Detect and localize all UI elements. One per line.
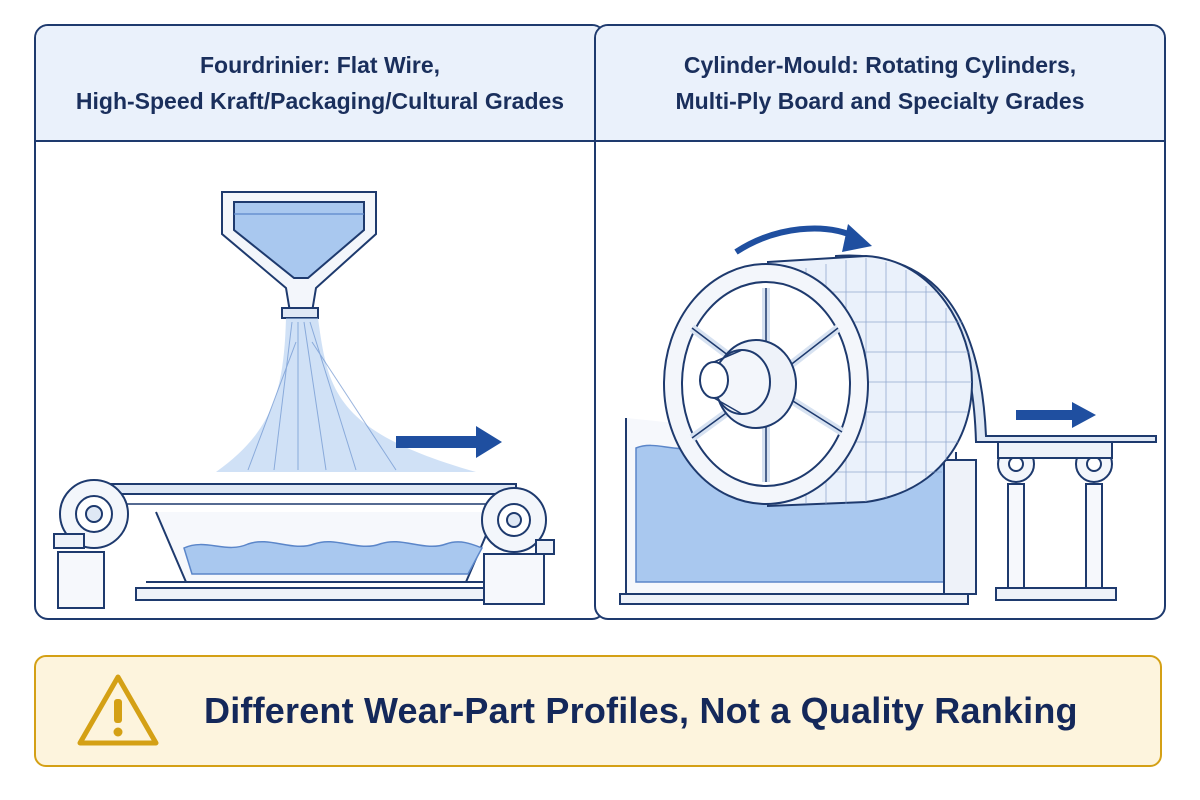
- cylinder-mould-header: Cylinder-Mould: Rotating Cylinders, Mult…: [596, 26, 1164, 142]
- cylinder-mould-illustration: [619, 224, 1157, 605]
- cylinder-mould: [663, 254, 974, 508]
- fourdrinier-illustration: [53, 191, 555, 609]
- rotation-arrow: [734, 224, 872, 255]
- warning-icon: [77, 674, 159, 746]
- couch-roll-stand: [995, 441, 1117, 601]
- fourdrinier-title-line2: High-Speed Kraft/Packaging/Cultural Grad…: [75, 88, 565, 114]
- cylinder-mould-title-line2: Multi-Ply Board and Specialty Grades: [675, 88, 1085, 114]
- disclaimer-banner: Different Wear-Part Profiles, Not a Qual…: [34, 655, 1162, 767]
- disclaimer-text: Different Wear-Part Profiles, Not a Qual…: [204, 690, 1078, 731]
- cylinder-mould-title-line1: Cylinder-Mould: Rotating Cylinders,: [683, 52, 1077, 78]
- couch-roll: [481, 487, 555, 605]
- fourdrinier-title-line1: Fourdrinier: Flat Wire,: [199, 52, 441, 78]
- forming-wire: [95, 483, 517, 505]
- white-water-tray: [135, 511, 517, 601]
- breast-roll: [53, 479, 129, 609]
- cylinder-mould-panel: Cylinder-Mould: Rotating Cylinders, Mult…: [594, 24, 1166, 620]
- machine-direction-arrow: [396, 426, 502, 458]
- headbox: [221, 191, 377, 319]
- fourdrinier-header: Fourdrinier: Flat Wire, High-Speed Kraft…: [36, 26, 604, 142]
- stock-stream: [216, 318, 476, 472]
- output-direction-arrow: [1016, 402, 1096, 428]
- fourdrinier-panel: Fourdrinier: Flat Wire, High-Speed Kraft…: [34, 24, 606, 620]
